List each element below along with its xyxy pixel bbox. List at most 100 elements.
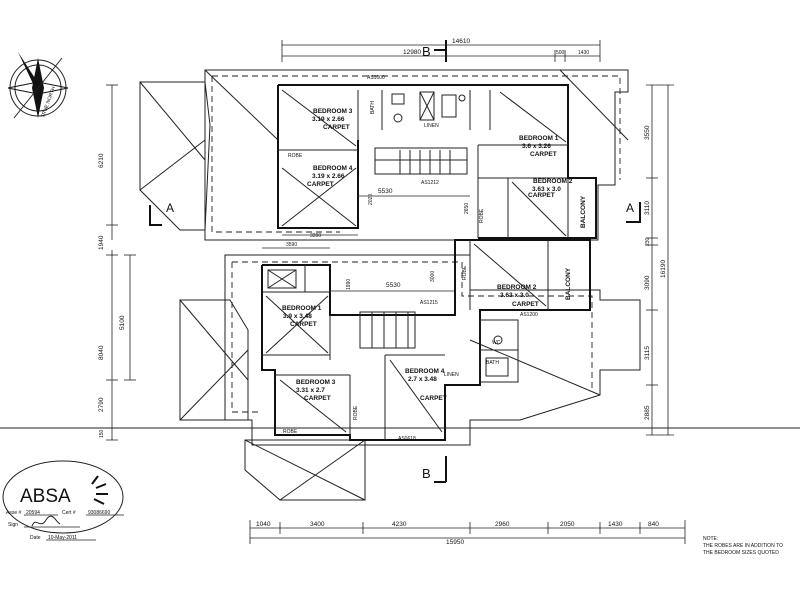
balcony-up-label: BALCONY xyxy=(580,195,587,228)
dim-left-8040: 8040 xyxy=(98,345,105,360)
svg-text:A: A xyxy=(166,201,174,215)
note-line-2: THE BEDROOM SIZES QUOTED xyxy=(703,550,779,556)
code-as1200: AS1200 xyxy=(520,312,538,318)
dim-bottom-2050: 2050 xyxy=(560,521,575,528)
robe-lo-label-3: ROBE xyxy=(462,265,468,280)
bed3-lo-name: BEDROOM 3 xyxy=(296,379,336,386)
wc-lo-label: WC xyxy=(492,340,501,346)
dim-1990: 1990 xyxy=(346,279,352,290)
dim-lower-width: 5530 xyxy=(386,282,401,289)
bed1-up-floor: CARPET xyxy=(530,151,557,158)
code-as0618: AS0618 xyxy=(398,436,416,442)
bed2-up-floor: CARPET xyxy=(528,192,555,199)
dim-bottom-840: 840 xyxy=(648,521,659,528)
linen-lo-label: LINEN xyxy=(444,372,459,378)
svg-text:B: B xyxy=(422,44,431,59)
dim-bottom-2960: 2960 xyxy=(495,521,510,528)
dim-bottom-4230: 4230 xyxy=(392,521,407,528)
dim-bottom-overall: 15950 xyxy=(446,539,464,546)
dim-right-3090: 3090 xyxy=(644,275,651,290)
lower-floor: BEDROOM 1 3.9 x 3.48 CARPET BEDROOM 2 3.… xyxy=(179,239,641,501)
stamp-assessor-label: Asse # xyxy=(6,510,22,516)
dim-right-230: 230 xyxy=(645,237,651,246)
dim-bottom-3400: 3400 xyxy=(310,521,325,528)
note-line-1: THE ROBES ARE IN ADDITION TO xyxy=(703,543,783,549)
dim-top-right: 1430 xyxy=(578,50,589,56)
bed4-up-name: BEDROOM 4 xyxy=(313,165,353,172)
dim-top-mid: 500 xyxy=(556,50,565,56)
bed4-lo-size: 2.7 x 3.48 xyxy=(408,376,437,383)
dim-bottom-1040: 1040 xyxy=(256,521,271,528)
code-as1000: AS1000 xyxy=(367,75,385,81)
stamp-sign-label: Sign xyxy=(8,522,18,528)
bed3-lo-floor: CARPET xyxy=(304,395,331,402)
note-title: NOTE: xyxy=(703,536,718,542)
svg-text:B: B xyxy=(422,466,431,481)
bed4-lo-floor: CARPET xyxy=(420,395,447,402)
bath-up-label: BATH xyxy=(370,101,376,114)
section-marker-b-top: B xyxy=(422,40,447,62)
dim-left-2790: 2790 xyxy=(98,397,105,412)
robe-up-label: ROBE xyxy=(288,153,303,159)
bed4-lo-name: BEDROOM 4 xyxy=(405,368,445,375)
linen-up-label: LINEN xyxy=(424,123,439,129)
bed3-up-name: BEDROOM 3 xyxy=(313,108,353,115)
dim-upper-width: 5530 xyxy=(378,188,393,195)
code-as1215: AS1215 xyxy=(420,300,438,306)
dim-right-16190: 16190 xyxy=(660,260,667,278)
absa-sunburst-icon xyxy=(91,475,108,505)
top-dimension-lines: 14610 12980 500 1430 xyxy=(281,38,601,62)
upper-floor: BEDROOM 3 3.19 x 2.66 CARPET BEDROOM 4 3… xyxy=(139,69,629,241)
dim-3390: 3390 xyxy=(310,233,321,239)
dim-3000: 3000 xyxy=(430,271,436,282)
bed2-lo-floor: CARPET xyxy=(512,301,539,308)
bed3-lo-size: 3.31 x 2.7 xyxy=(296,387,325,394)
dim-left-1940: 1940 xyxy=(98,235,105,250)
stamp-date-label: Date xyxy=(30,535,41,541)
bed2-lo-size: 3.63 x 3.0 xyxy=(500,292,529,299)
dim-right-3550: 3550 xyxy=(644,125,651,140)
dim-top-left: 12980 xyxy=(403,49,421,56)
left-dimension-lines: 6210 1940 5100 8040 2790 150 xyxy=(98,84,136,441)
svg-text:A: A xyxy=(626,201,634,215)
code-as1212: AS1212 xyxy=(421,180,439,186)
dim-2650: 2650 xyxy=(464,203,470,214)
note-block: NOTE: THE ROBES ARE IN ADDITION TO THE B… xyxy=(703,536,783,556)
bed2-lo-name: BEDROOM 2 xyxy=(497,284,537,291)
bed2-up-name: BEDROOM 2 xyxy=(533,178,573,185)
bed1-up-name: BEDROOM 1 xyxy=(519,135,559,142)
dim-bottom-1430: 1430 xyxy=(608,521,623,528)
bed2-up-size: 3.63 x 3.0 xyxy=(532,186,561,193)
dim-right-2885: 2885 xyxy=(644,405,651,420)
right-dimension-lines: 3550 3110 230 3090 3115 2885 16190 xyxy=(644,84,674,436)
bottom-dimension-lines: 1040 3400 4230 2960 2050 1430 840 15950 xyxy=(249,520,686,546)
stamp-cert-value: 93086690 xyxy=(88,510,110,516)
balcony-lo-label: BALCONY xyxy=(565,267,572,300)
absa-logo-text: ABSA xyxy=(20,486,71,507)
section-marker-a-left: A xyxy=(149,201,174,226)
robe-lo-label-2: ROBE xyxy=(353,405,359,420)
dim-left-5100: 5100 xyxy=(119,315,126,330)
dim-3590: 3590 xyxy=(286,242,297,248)
stamp-assessor-value: 20594 xyxy=(26,510,40,516)
bed1-lo-size: 3.9 x 3.48 xyxy=(283,313,312,320)
bed4-up-size: 3.19 x 2.66 xyxy=(312,173,345,180)
dim-right-3110: 3110 xyxy=(644,201,651,215)
bed4-up-floor: CARPET xyxy=(307,181,334,188)
stamp-date-value: 10-May-2011 xyxy=(48,535,77,541)
dim-right-3115: 3115 xyxy=(644,346,651,360)
bed1-up-size: 3.6 x 3.26 xyxy=(522,143,551,150)
robe-lo-label: ROBE xyxy=(283,429,298,435)
bed3-up-floor: CARPET xyxy=(323,124,350,131)
section-marker-a-right: A xyxy=(626,201,641,223)
dim-left-6210: 6210 xyxy=(98,153,105,168)
bed1-lo-floor: CARPET xyxy=(290,321,317,328)
section-marker-b-bottom: B xyxy=(422,456,447,483)
stamp-cert-label: Cert # xyxy=(62,510,76,516)
dim-left-150: 150 xyxy=(99,429,105,438)
dim-2020: 2020 xyxy=(368,194,374,205)
north-compass-icon: TRUE NORTH xyxy=(7,52,69,119)
bed3-up-size: 3.19 x 2.66 xyxy=(312,116,345,123)
robe-up-label-2: ROBE xyxy=(479,208,485,223)
